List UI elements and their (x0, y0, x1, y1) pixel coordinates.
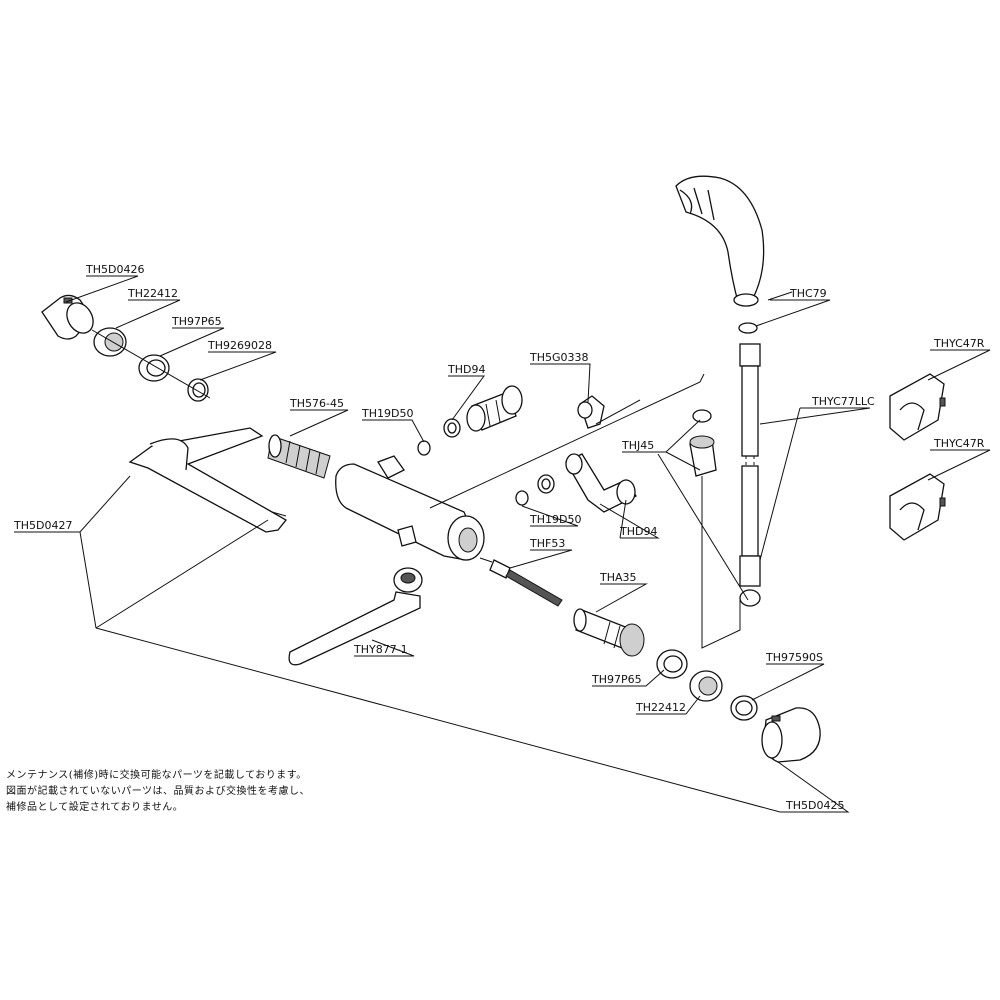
seal-d94-top (443, 418, 461, 438)
mixer-body (335, 455, 485, 561)
seal-d94-mid (537, 474, 555, 494)
filter-f53 (479, 557, 563, 607)
ring-97p65-left (138, 354, 170, 382)
note-line-3: 補修品として設定されておりません。 (6, 802, 184, 813)
label-thj45: THJ45 (621, 439, 654, 452)
label-th5d0426: TH5D0426 (85, 263, 144, 276)
label-th22412-left: TH22412 (127, 287, 178, 300)
ring-97p65-bottom (656, 649, 688, 679)
cartridge-a35 (573, 608, 645, 657)
spout-877-1 (288, 567, 423, 666)
holder-c47r-top (889, 373, 946, 441)
label-thyc77llc: THYC77LLC (811, 395, 875, 408)
washer-19d50-mid (515, 490, 529, 506)
label-th5d0425: TH5D0425 (785, 799, 844, 812)
label-thf53: THF53 (529, 537, 565, 550)
adapter-j45 (689, 409, 717, 477)
label-thc79: THC79 (789, 287, 827, 300)
ring-22412-bottom (689, 670, 723, 702)
note-line-2: 図面が記載されていないパーツは、品質および交換性を考慮し、 (6, 786, 310, 797)
label-th97590s: TH97590S (765, 651, 823, 664)
label-thd94-top: THD94 (447, 363, 485, 376)
label-thyc47r-top: THYC47R (933, 337, 985, 350)
ring-22412-left (93, 327, 127, 357)
cartridge-576-45 (267, 434, 331, 479)
wall-bracket-5d0427 (128, 427, 287, 533)
label-th97p65-bottom: TH97P65 (591, 673, 642, 686)
washer-c79 (738, 322, 758, 334)
washer-19d50-top (417, 440, 431, 456)
handle-cap-right (761, 707, 821, 763)
label-th97p65-left: TH97P65 (171, 315, 222, 328)
shower-head (675, 175, 765, 307)
label-th9269028: TH9269028 (207, 339, 272, 352)
elbow-5g0338 (577, 395, 605, 429)
handle-cap-left (41, 294, 94, 340)
label-th5d0427: TH5D0427 (13, 519, 72, 532)
label-th5g0338: TH5G0338 (529, 351, 589, 364)
label-th22412-bottom: TH22412 (635, 701, 686, 714)
note-line-1: メンテナンス(補修)時に交換可能なパーツを記載しております。 (6, 770, 307, 781)
valve-top (466, 385, 523, 432)
holder-c47r-bottom (889, 473, 946, 541)
label-th19d50-top: TH19D50 (361, 407, 413, 420)
label-thy877-1: THY877-1 (353, 643, 408, 656)
label-th576-45: TH576-45 (289, 397, 344, 410)
hose-c77llc (739, 343, 761, 607)
clip-97590s (730, 695, 758, 721)
label-th19d50-mid: TH19D50 (529, 513, 581, 526)
valve-mid (565, 453, 637, 513)
clip-9269028 (187, 378, 209, 402)
leader-lines (14, 275, 991, 813)
label-tha35: THA35 (599, 571, 637, 584)
label-thd94-mid: THD94 (619, 525, 657, 538)
label-thyc47r-bottom: THYC47R (933, 437, 985, 450)
